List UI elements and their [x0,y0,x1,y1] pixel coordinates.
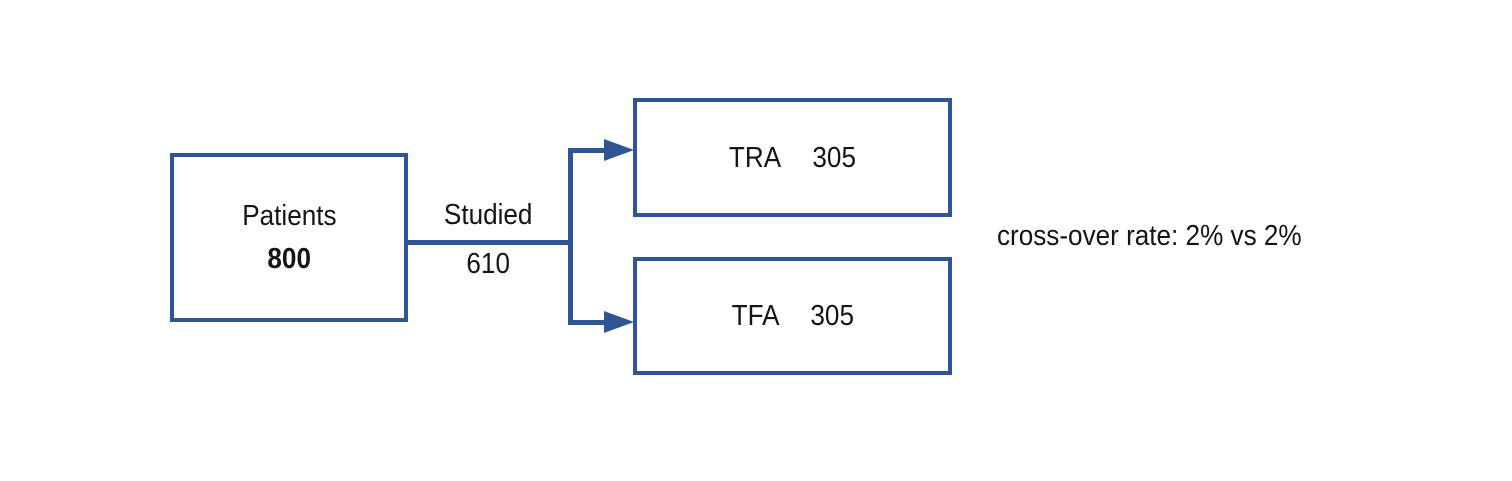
edge-label-studied: Studied [443,199,533,231]
patients-box-count: 800 [267,243,311,275]
tra-connector-line [568,148,606,153]
tfa-box: TFA 305 [633,257,952,375]
tfa-connector-line [568,320,606,325]
arrow-right-icon [604,139,634,161]
tfa-box-label: TFA [731,300,780,332]
patients-box: Patients 800 [170,153,408,322]
edge-count-610: 610 [466,248,510,280]
branch-vertical-line [568,148,573,325]
tra-box-count: 305 [812,141,857,174]
arrow-right-icon [604,311,634,333]
tra-box-label: TRA [729,141,782,174]
tfa-box-count: 305 [810,300,854,332]
tra-box: TRA 305 [633,98,952,217]
crossover-rate-annotation: cross-over rate: 2% vs 2% [997,220,1302,252]
feeder-connector-line [408,240,572,245]
patients-box-label: Patients [241,200,337,232]
